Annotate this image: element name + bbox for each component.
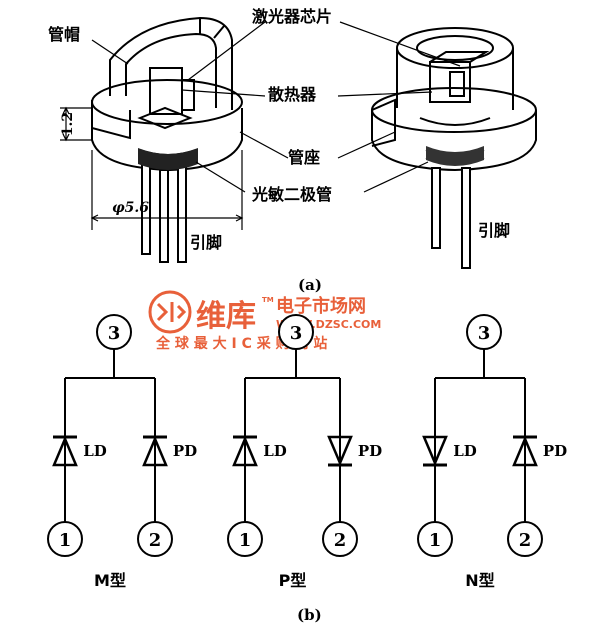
heat-sink-left [149, 67, 183, 115]
node-right-label: 2 [149, 530, 162, 551]
node-right [507, 521, 543, 557]
cap-sides-right [396, 48, 514, 110]
pd-label: PD [358, 442, 382, 460]
node-left [417, 521, 453, 557]
node-top-label: 3 [478, 323, 491, 344]
diode-mount-left [137, 106, 193, 130]
circuit-type-label: M型 [94, 571, 126, 590]
base-body-right [371, 110, 537, 172]
ld-label: LD [263, 442, 287, 460]
node-left [227, 521, 263, 557]
ld-label: LD [453, 442, 477, 460]
pin-left-2 [159, 169, 169, 263]
cap-outer-left [109, 16, 233, 110]
dimensions [60, 106, 244, 230]
node-top-label: 3 [108, 323, 121, 344]
ld-label: LD [83, 442, 107, 460]
node-right [137, 521, 173, 557]
node-left-label: 1 [429, 530, 442, 551]
label-base: 管座 [288, 148, 320, 167]
seal-band-fill-left [138, 148, 198, 170]
dim-diameter-label: φ5.6 [112, 200, 149, 216]
pd-diode [142, 435, 168, 467]
chip-left [181, 79, 195, 111]
cap-inner-left [125, 32, 217, 108]
pd-label: PD [543, 442, 567, 460]
watermark-brand: 维库 [196, 299, 256, 334]
node-left-label: 1 [59, 530, 72, 551]
node-right-label: 2 [334, 530, 347, 551]
pd-label: PD [173, 442, 197, 460]
pin-right-2 [461, 167, 471, 269]
label-photodiode: 光敏二极管 [251, 185, 332, 204]
base-top-left [91, 79, 243, 125]
circuit-diagrams: 3 1 2 LD PD M型 3 1 2 LD PD P型 3 1 2 LD PD N型 [47, 314, 567, 590]
watermark-site-name: 电子市场网 [276, 295, 366, 317]
caption-b: (b) [297, 606, 322, 624]
ld-diode [232, 435, 258, 467]
pin-left-3 [177, 161, 187, 263]
label-cap: 管帽 [48, 25, 80, 44]
caption-a: (a) [298, 276, 322, 294]
base-body-left [91, 100, 243, 172]
node-right [322, 521, 358, 557]
label-pins-right: 引脚 [478, 221, 510, 240]
dim-height-label: 1.2 [60, 112, 76, 136]
ld-diode [52, 435, 78, 467]
watermark-logo-icon [148, 290, 192, 334]
leader-lines [91, 21, 461, 193]
circuit-3: 3 1 2 LD PD N型 [417, 314, 567, 590]
circuit-type-label: P型 [279, 571, 307, 590]
chip-right [449, 71, 465, 97]
circuit-2: 3 1 2 LD PD P型 [227, 314, 382, 590]
circuit-1: 3 1 2 LD PD M型 [47, 314, 197, 590]
base-cut-left [91, 100, 131, 140]
label-heat-sink: 散热器 [268, 85, 317, 104]
pd-diode [327, 435, 353, 467]
node-right-label: 2 [519, 530, 532, 551]
label-pins-left: 引脚 [190, 233, 222, 252]
label-laser-chip: 激光器芯片 [252, 7, 332, 26]
watermark-tm: TM [262, 296, 274, 304]
node-left-label: 1 [239, 530, 252, 551]
node-top-label: 3 [290, 323, 303, 344]
ld-diode [422, 435, 448, 467]
watermark: 维库 TM 电子市场网 WWW.DZSC.COM 全 球 最 大 I C 采 购… [148, 290, 381, 352]
cap-window-right [416, 35, 494, 61]
circuit-type-label: N型 [465, 571, 494, 590]
pin-right-1 [431, 167, 441, 249]
node-left [47, 521, 83, 557]
pd-diode [512, 435, 538, 467]
